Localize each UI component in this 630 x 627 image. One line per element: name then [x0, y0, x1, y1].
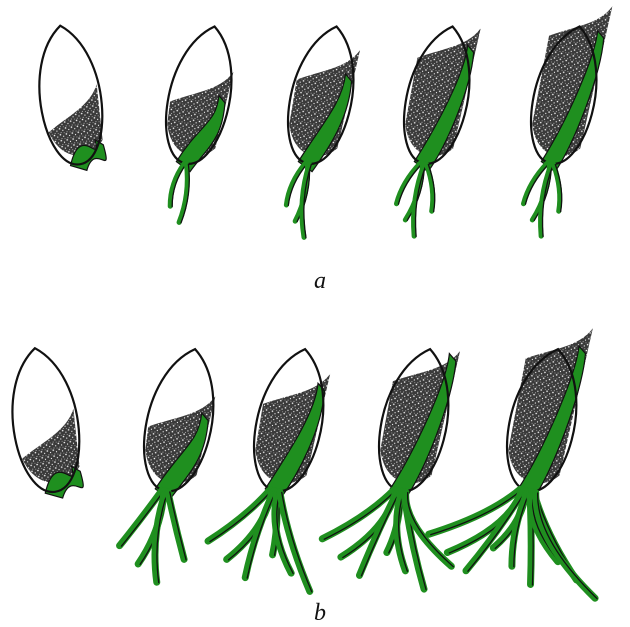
seedling — [316, 331, 497, 594]
seedling — [506, 0, 615, 241]
panel-a-seedlings — [30, 0, 615, 241]
seedling — [379, 16, 484, 241]
seedling — [114, 342, 230, 587]
seedling — [202, 338, 361, 592]
seedling — [423, 304, 630, 599]
seedling — [30, 21, 111, 175]
seedling — [263, 20, 367, 241]
seedling — [3, 344, 88, 504]
panel-b-label: b — [314, 600, 326, 627]
panel-a-label: a — [314, 268, 326, 295]
panel-b-seedlings — [3, 304, 630, 599]
root — [169, 162, 185, 207]
seedling — [143, 20, 244, 227]
